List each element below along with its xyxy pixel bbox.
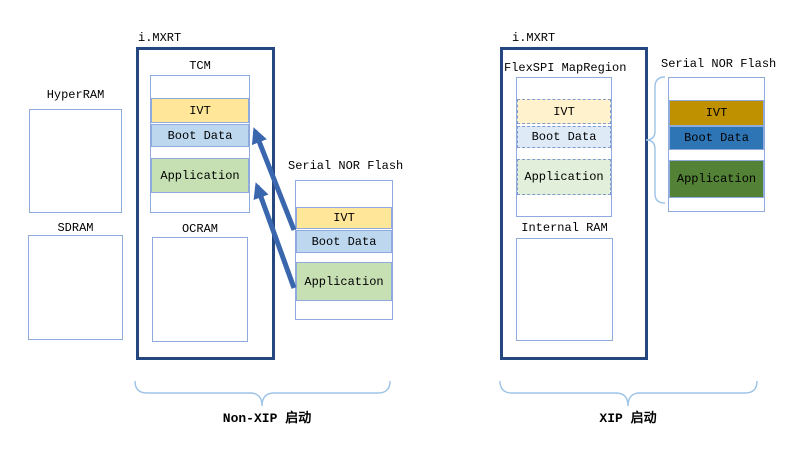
sdram-label: SDRAM (57, 221, 94, 235)
ocram-label: OCRAM (181, 222, 218, 236)
serial-nor-flash-box-right: IVT Boot Data Application (668, 77, 765, 212)
serial-nor-flash-label-left: Serial NOR Flash (288, 159, 404, 173)
flexspi-mapregion-box: IVT Boot Data Application (516, 77, 612, 217)
flash-application-block-left: Application (296, 262, 392, 301)
imxrt-label-left: i.MXRT (138, 31, 182, 45)
flash-boot-data-block-right: Boot Data (669, 126, 764, 150)
flexspi-ivt-block: IVT (517, 99, 611, 124)
flexspi-application-block: Application (517, 159, 611, 195)
tcm-boot-data-block: Boot Data (151, 124, 249, 147)
tcm-ivt-block: IVT (151, 98, 249, 123)
flash-mapping-brace (645, 76, 666, 204)
serial-nor-flash-label-right: Serial NOR Flash (661, 57, 777, 71)
ocram-box (152, 237, 248, 342)
flash-ivt-block-left: IVT (296, 207, 392, 229)
xip-brace (499, 380, 758, 407)
hyperram-label: HyperRAM (46, 88, 105, 102)
imxrt-label-right: i.MXRT (512, 31, 556, 45)
hyperram-box (29, 109, 122, 213)
tcm-box: IVT Boot Data Application (150, 75, 250, 213)
flash-ivt-block-right: IVT (669, 100, 764, 126)
internal-ram-box (516, 238, 613, 341)
tcm-label: TCM (189, 59, 211, 73)
flash-application-block-right: Application (669, 160, 764, 198)
flexspi-boot-data-block: Boot Data (517, 126, 611, 148)
non-xip-brace (134, 380, 391, 407)
flexspi-mapregion-label: FlexSPI MapRegion (504, 61, 627, 75)
serial-nor-flash-box-left: IVT Boot Data Application (295, 180, 393, 320)
sdram-box (28, 235, 123, 340)
xip-boot-label: XIP 启动 (599, 411, 657, 426)
flash-boot-data-block-left: Boot Data (296, 230, 392, 253)
internal-ram-label: Internal RAM (521, 221, 608, 235)
non-xip-boot-label: Non-XIP 启动 (222, 411, 312, 426)
tcm-application-block: Application (151, 158, 249, 193)
